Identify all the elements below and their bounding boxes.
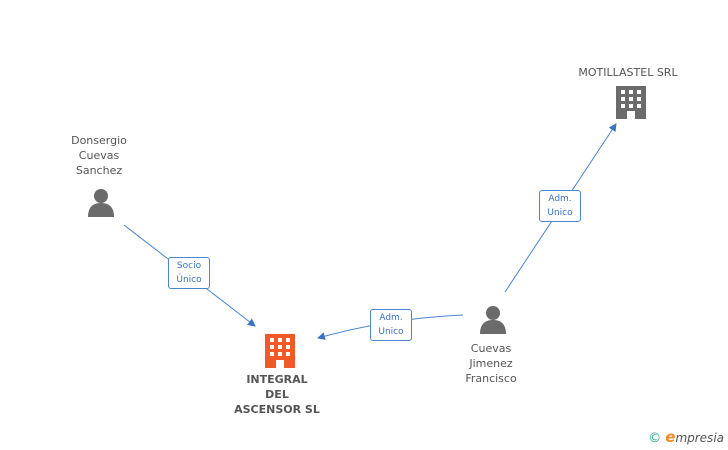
edge-badge-line: Socio	[176, 261, 202, 271]
edge-badge-line: Adm.	[379, 313, 403, 323]
edge-socio-badge[interactable]: Socio Único	[168, 257, 210, 289]
node-label-line: Sanchez	[75, 164, 123, 177]
node-integral-label[interactable]: INTEGRAL DEL ASCENSOR SL	[222, 372, 332, 417]
edge-badge-line: Unico	[378, 327, 404, 337]
edge-adm-motillastel-badge[interactable]: Adm. Unico	[539, 190, 581, 222]
node-label-line: MOTILLASTEL SRL	[578, 66, 678, 79]
node-label-line: ASCENSOR SL	[234, 403, 320, 416]
person-icon[interactable]	[480, 306, 506, 334]
edge-badge-line: Adm.	[548, 194, 572, 204]
node-label-line: Cuevas	[78, 149, 120, 162]
edge-badge-line: Único	[176, 275, 202, 285]
node-label-line: Cuevas	[470, 342, 512, 355]
node-label-line: Jimenez	[469, 357, 513, 370]
building-icon[interactable]	[616, 86, 646, 119]
node-label-line: Francisco	[465, 372, 517, 385]
person-icon[interactable]	[88, 189, 114, 217]
brand-logo-text: mpresia	[675, 431, 724, 445]
edge-badge-line: Unico	[547, 208, 573, 218]
node-label-line: INTEGRAL	[246, 373, 308, 386]
node-label-line: DEL	[265, 388, 289, 401]
brand-logo-e: e	[665, 428, 676, 446]
node-donsergio-label[interactable]: Donsergio Cuevas Sanchez	[49, 133, 149, 178]
node-label-line: Donsergio	[71, 134, 127, 147]
building-main-icon[interactable]	[265, 334, 295, 368]
edge-adm-integral-badge[interactable]: Adm. Unico	[370, 309, 412, 341]
node-motillastel-label[interactable]: MOTILLASTEL SRL	[568, 65, 688, 80]
node-cuevas-label[interactable]: Cuevas Jimenez Francisco	[441, 341, 541, 386]
copyright-symbol: ©	[648, 431, 662, 446]
brand-watermark: ©empresia	[648, 428, 724, 446]
